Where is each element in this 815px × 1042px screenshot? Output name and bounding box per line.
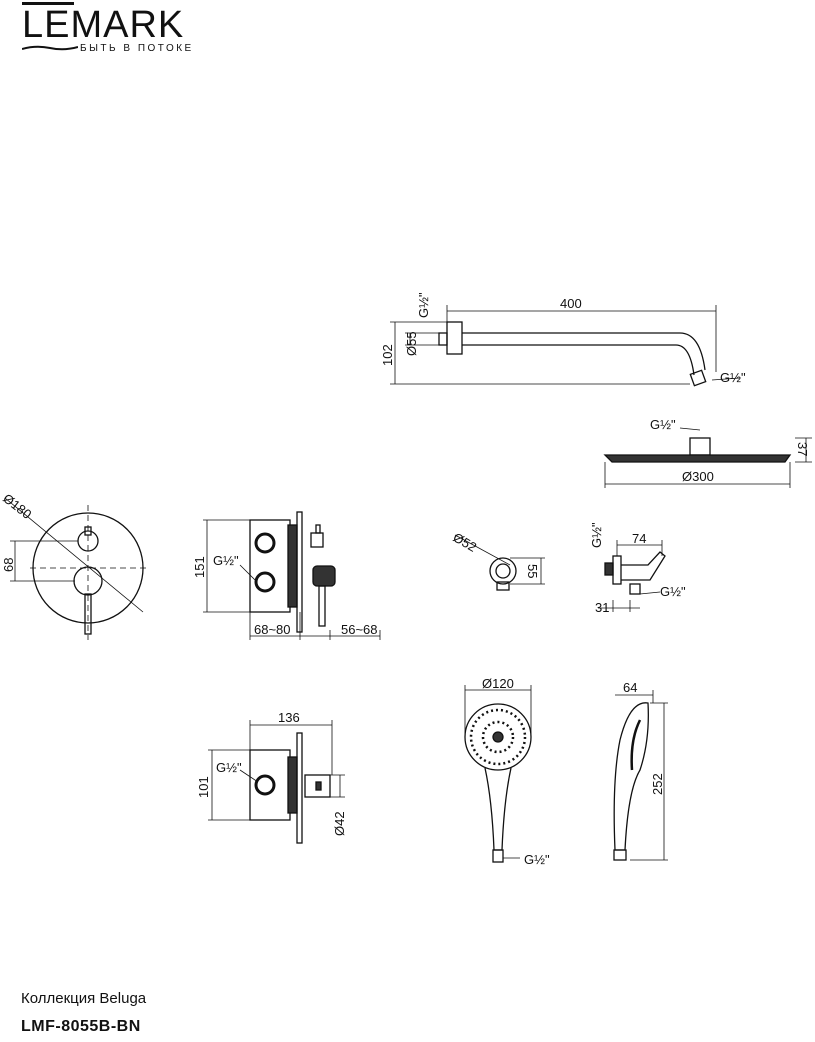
holder-offset-label: 31 [595, 600, 609, 615]
logo-wave-icon [22, 45, 78, 51]
valve-dia-label: Ø42 [332, 811, 347, 836]
logo-bar [22, 2, 74, 5]
valve-height-label: 101 [196, 776, 211, 798]
holder-thread-top-label: G½" [589, 522, 604, 548]
arm-thread-label: G½" [416, 292, 431, 318]
valve-length-label: 136 [278, 710, 300, 725]
hose-outlet-drawing: Ø52 55 [451, 530, 545, 591]
hand-length-label: 252 [650, 773, 665, 795]
logo-brand: LEMARK [22, 4, 185, 46]
lemark-logo: LEMARK БЫТЬ В ПОТОКЕ [22, 2, 212, 54]
hand-dia-label: Ø120 [482, 676, 514, 691]
shower-holder-drawing: G½" 74 31 G½" [589, 522, 686, 615]
arm-height-label: 102 [380, 344, 395, 366]
logo-tagline: БЫТЬ В ПОТОКЕ [80, 43, 194, 54]
arm-length-label: 400 [560, 296, 582, 311]
valve-drawing: 136 101 G½" Ø42 [196, 710, 347, 844]
mixer-thread-label: G½" [213, 553, 239, 568]
head-thread-label: G½" [650, 417, 676, 432]
arm-flange-dia-label: Ø55 [404, 331, 419, 356]
shower-arm-drawing: 400 G½" Ø55 102 G½" [380, 292, 746, 387]
mixer-plate-dia-label: Ø180 [0, 491, 34, 522]
holder-thread-label: G½" [660, 584, 686, 599]
collection-name: Коллекция Beluga [21, 990, 147, 1007]
mixer-spacing-label: 68 [1, 558, 16, 572]
hand-shower-front-drawing: Ø120 G½" [464, 676, 550, 867]
head-dia-label: Ø300 [682, 469, 714, 484]
holder-length-label: 74 [632, 531, 646, 546]
mixer-depth-label: 68~80 [254, 622, 291, 637]
hand-thread-label: G½" [524, 852, 550, 867]
hand-shower-side-drawing: 64 252 [613, 680, 668, 861]
valve-thread-label: G½" [216, 760, 242, 775]
head-height-label: 37 [795, 442, 810, 456]
outlet-dia-label: Ø52 [451, 530, 480, 555]
mixer-box-height-label: 151 [192, 556, 207, 578]
arm-outlet-thread-label: G½" [720, 370, 746, 385]
hand-depth-label: 64 [623, 680, 637, 695]
mixer-side-drawing: 151 G½" 68~80 56~68 [192, 511, 381, 640]
outlet-height-label: 55 [525, 564, 540, 578]
model-number: LMF-8055B-BN [21, 1018, 141, 1035]
mixer-protrusion-label: 56~68 [341, 622, 378, 637]
shower-head-drawing: G½" 37 Ø300 [603, 417, 812, 488]
mixer-front-drawing: Ø180 68 [0, 491, 148, 640]
